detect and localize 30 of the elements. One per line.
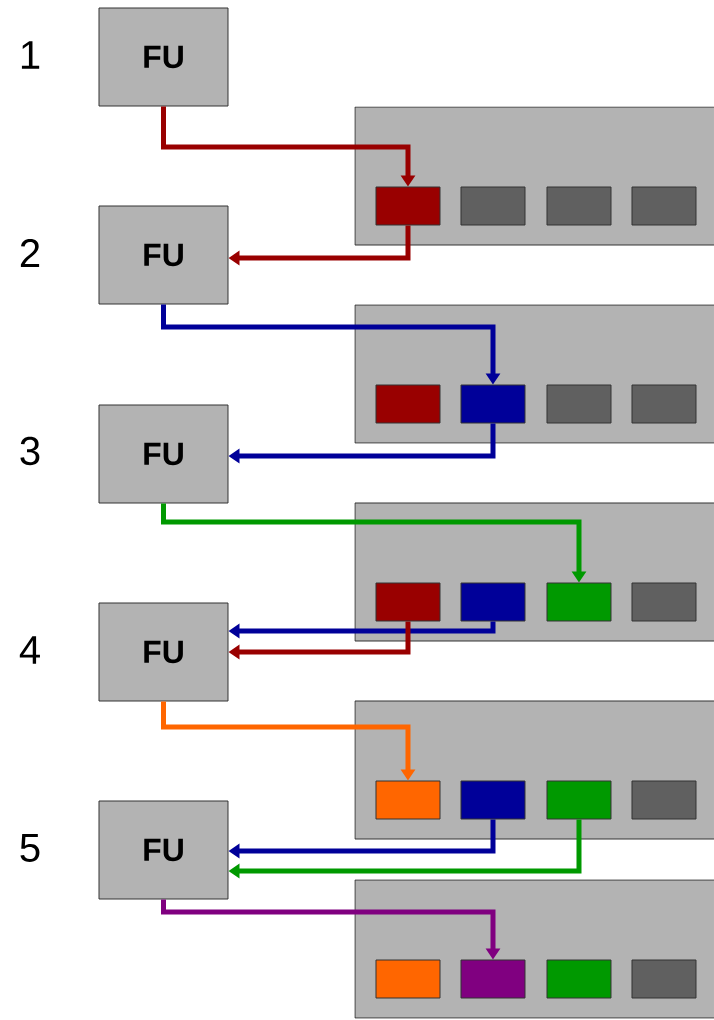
register-cell bbox=[460, 186, 526, 226]
unit-box: FU bbox=[98, 800, 229, 900]
register-cell bbox=[546, 780, 612, 820]
unit-box: FU bbox=[98, 7, 229, 107]
register-cell bbox=[375, 384, 441, 424]
register-cell bbox=[631, 959, 697, 999]
step-number: 1 bbox=[21, 41, 40, 69]
register-cell bbox=[375, 780, 441, 820]
register-cell bbox=[375, 186, 441, 226]
register-cell bbox=[546, 384, 612, 424]
register-cell bbox=[460, 384, 526, 424]
register-cell bbox=[460, 582, 526, 622]
register-cell bbox=[375, 582, 441, 622]
register-cell bbox=[546, 959, 612, 999]
register-cell bbox=[375, 959, 441, 999]
register-cell bbox=[631, 582, 697, 622]
step-number: 4 bbox=[19, 636, 40, 664]
register-cell bbox=[460, 959, 526, 999]
register-cell bbox=[546, 582, 612, 622]
register-cell bbox=[631, 780, 697, 820]
register-cell bbox=[460, 780, 526, 820]
step-number: 3 bbox=[20, 436, 40, 466]
step-number: 2 bbox=[20, 239, 40, 267]
register-cell bbox=[546, 186, 612, 226]
register-cell bbox=[631, 384, 697, 424]
register-cell bbox=[631, 186, 697, 226]
unit-box: FU bbox=[98, 404, 229, 504]
unit-box: FU bbox=[98, 205, 229, 305]
unit-box: FU bbox=[98, 602, 229, 702]
step-number: 5 bbox=[20, 834, 40, 862]
